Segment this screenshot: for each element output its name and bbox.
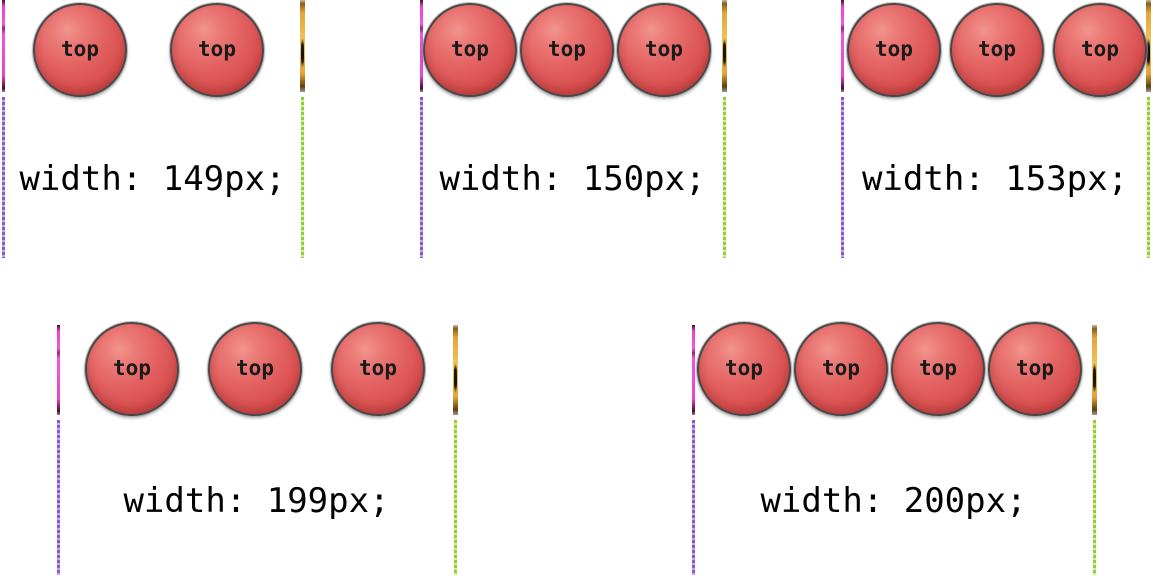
clipped-button-sliver [301, 38, 304, 68]
right-edge-marker-top [1092, 325, 1097, 415]
button-row: top top top [55, 322, 458, 416]
button-row: top top [0, 3, 305, 97]
right-edge-marker-top [453, 325, 458, 415]
top-button[interactable]: top [33, 3, 127, 97]
clipped-button-sliver [723, 38, 726, 68]
width-css-label: width: 149px; [19, 159, 286, 199]
top-button[interactable]: top [170, 3, 264, 97]
left-edge-marker-bottom [420, 97, 423, 258]
right-edge-marker-bottom [454, 420, 457, 575]
width-css-label: width: 153px; [861, 159, 1129, 199]
top-button[interactable]: top [617, 3, 711, 97]
width-demo-card-199: top top top width: 199px; [55, 322, 458, 578]
left-edge-marker-top [841, 0, 844, 92]
right-edge-marker-bottom [301, 97, 304, 258]
width-demo-card-153: top top top width: 153px; [839, 0, 1151, 258]
right-edge-marker-top [1146, 0, 1151, 92]
left-edge-marker-top [57, 325, 60, 415]
right-edge-marker-top [300, 0, 305, 92]
top-button[interactable]: top [847, 3, 941, 97]
left-edge-marker-top [2, 0, 5, 92]
top-button[interactable]: top [891, 322, 985, 416]
top-button[interactable]: top [1053, 3, 1147, 97]
left-edge-marker-top [420, 0, 423, 92]
width-demo-card-149: top top width: 149px; [0, 0, 305, 258]
width-css-label: width: 199px; [123, 481, 390, 521]
top-button[interactable]: top [697, 322, 791, 416]
width-demo-card-200: top top top top width: 200px; [690, 322, 1097, 578]
left-edge-marker-top [692, 325, 695, 415]
width-demo-card-150: top top top width: 150px; [418, 0, 727, 258]
button-row: top top top [418, 3, 727, 97]
clipped-button-sliver [1093, 363, 1096, 393]
left-edge-marker-bottom [841, 97, 844, 258]
top-button[interactable]: top [520, 3, 614, 97]
width-css-label: width: 150px; [439, 159, 706, 199]
clipped-button-sliver [1147, 38, 1150, 68]
top-button[interactable]: top [208, 322, 302, 416]
left-edge-marker-bottom [692, 420, 695, 575]
top-button[interactable]: top [85, 322, 179, 416]
top-button[interactable]: top [423, 3, 517, 97]
right-edge-marker-bottom [1147, 97, 1150, 258]
left-edge-marker-bottom [57, 420, 60, 575]
right-edge-marker-bottom [1093, 420, 1096, 575]
right-edge-marker-top [722, 0, 727, 92]
top-button[interactable]: top [988, 322, 1082, 416]
button-row: top top top top [690, 322, 1097, 416]
top-button[interactable]: top [794, 322, 888, 416]
right-edge-marker-bottom [723, 97, 726, 258]
width-css-label: width: 200px; [760, 481, 1027, 521]
clipped-button-sliver [454, 363, 457, 393]
button-row: top top top [839, 3, 1151, 97]
top-button[interactable]: top [331, 322, 425, 416]
top-button[interactable]: top [950, 3, 1044, 97]
left-edge-marker-bottom [2, 97, 5, 258]
